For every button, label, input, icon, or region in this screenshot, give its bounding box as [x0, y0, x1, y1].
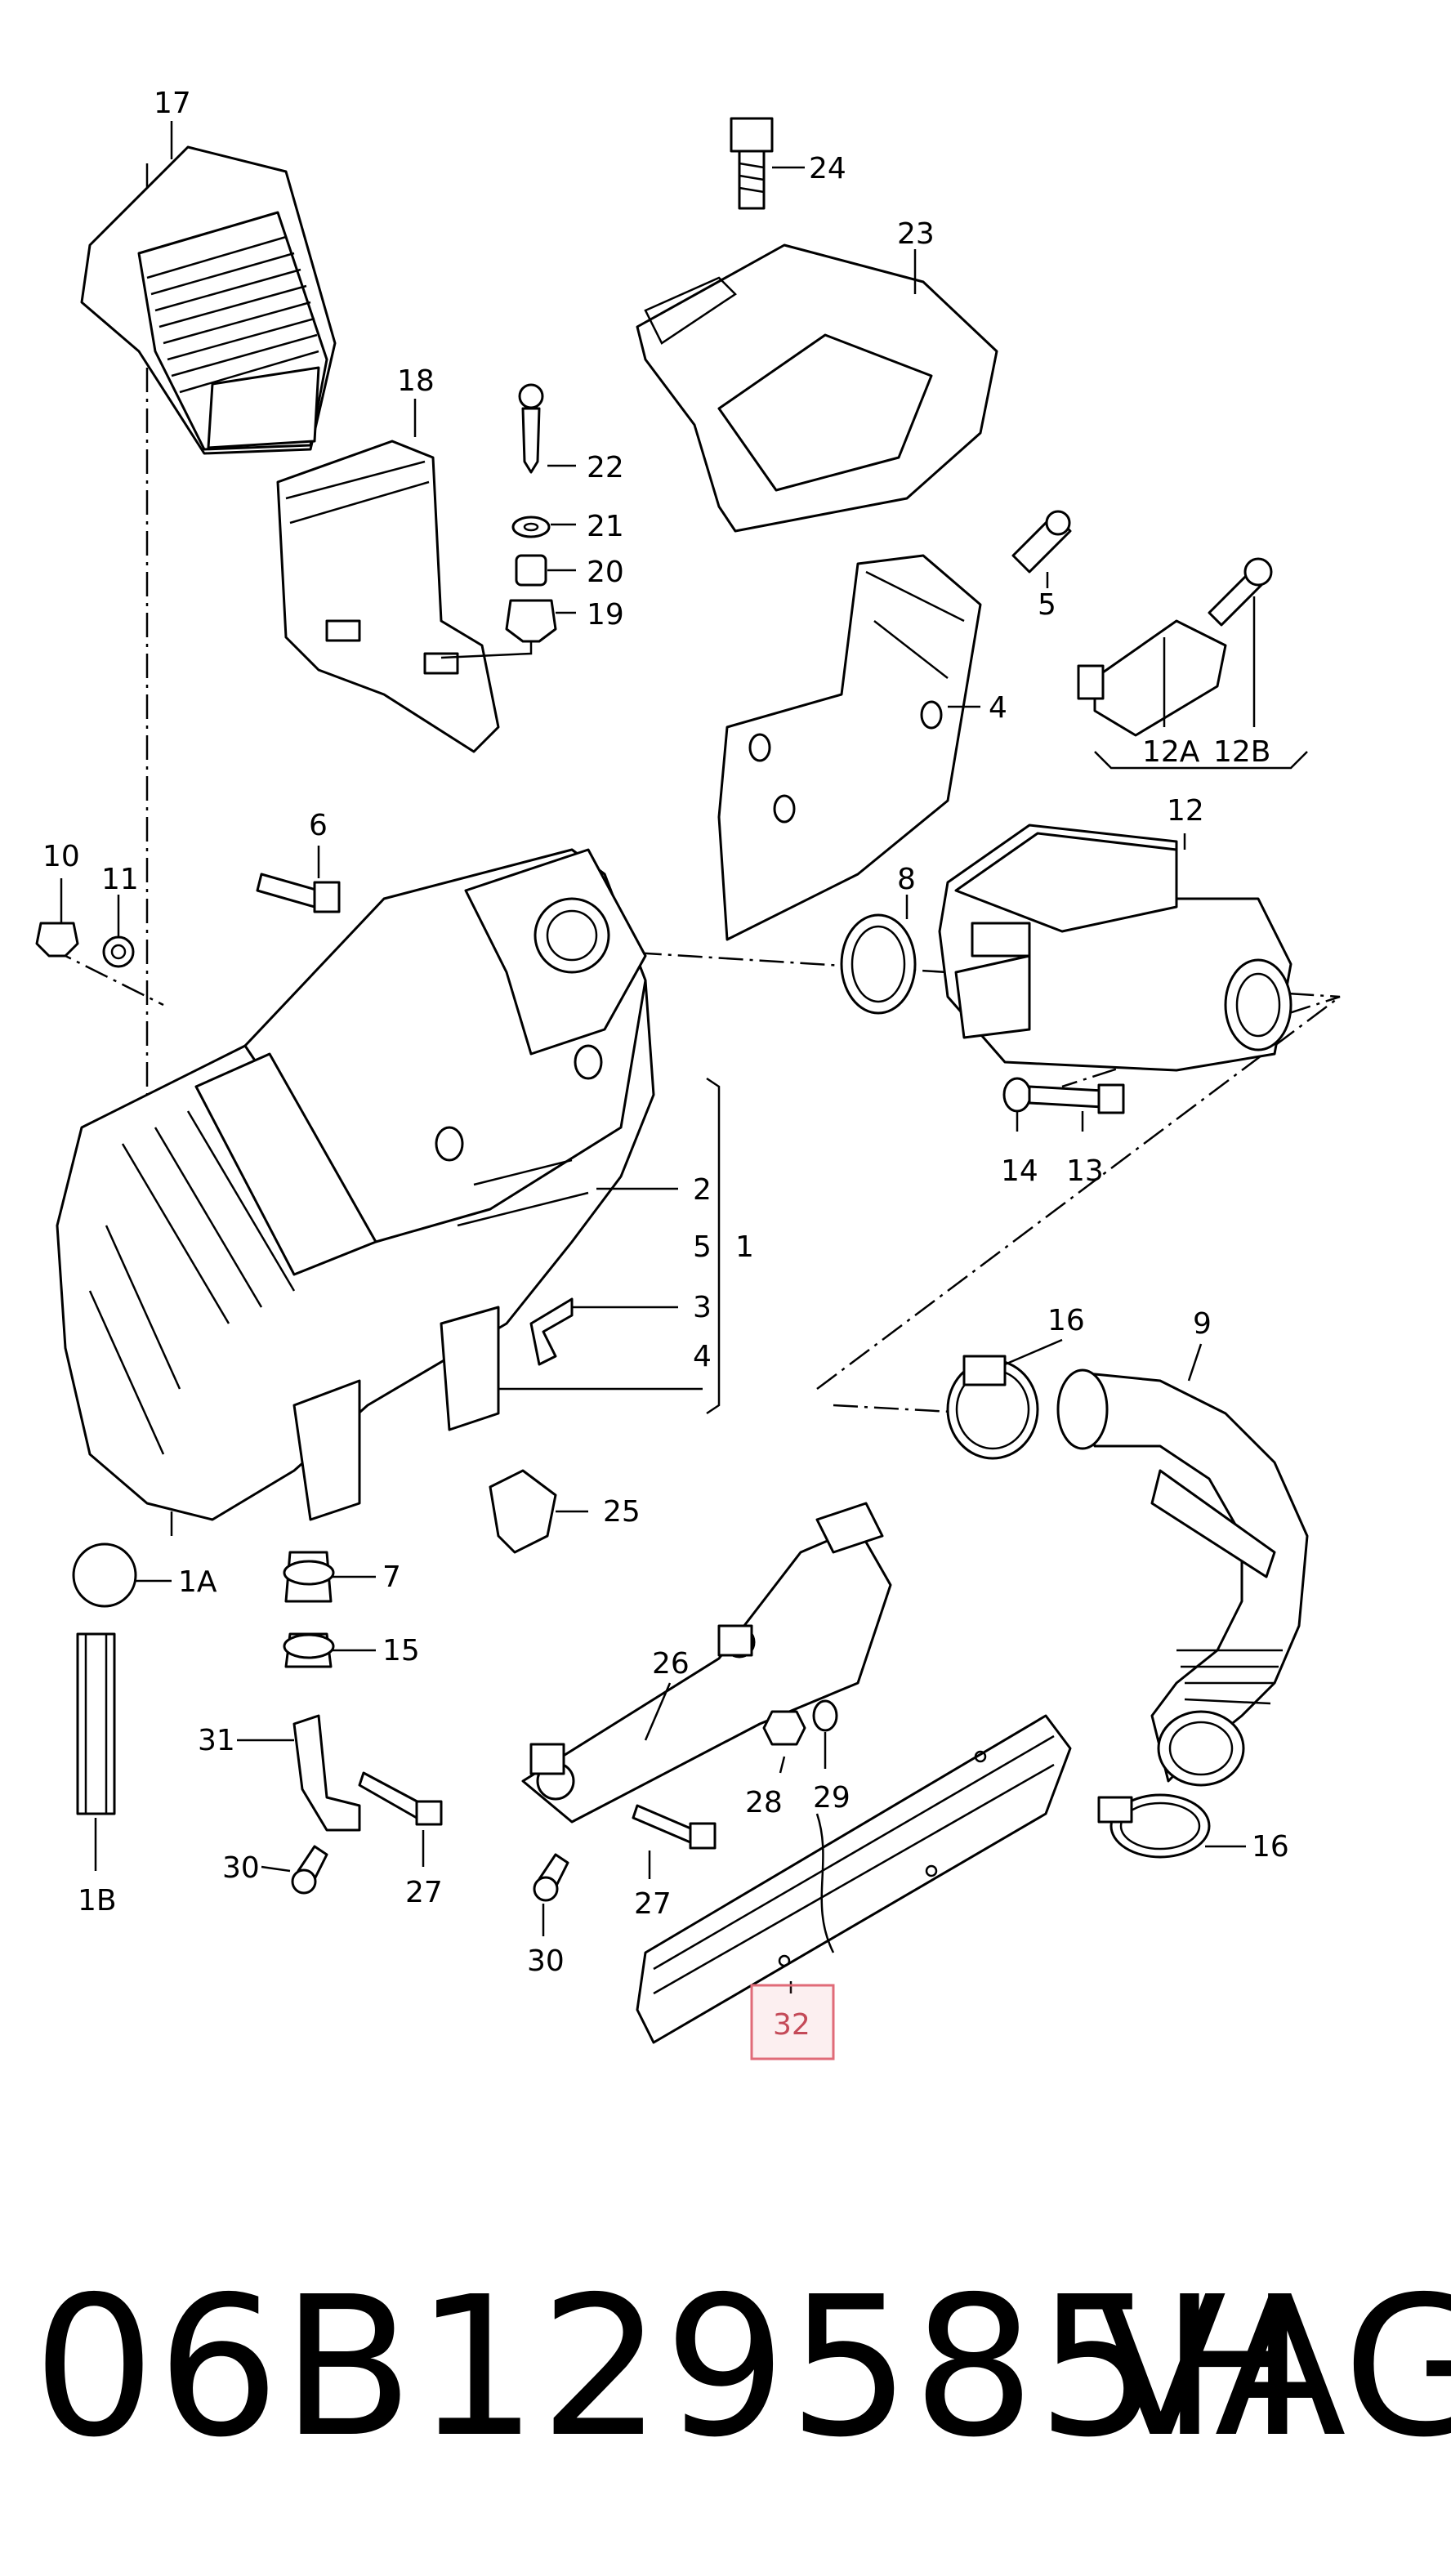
intake-hose-part [1056, 1368, 1309, 1787]
hose-clamp-16a-part [946, 1355, 1039, 1460]
callout-28: 28 [745, 1786, 783, 1819]
callout-11: 11 [101, 863, 139, 896]
callout-27-left: 27 [405, 1876, 443, 1909]
callout-12A: 12A [1142, 735, 1200, 769]
callout-5-mid: 5 [693, 1230, 712, 1264]
screw-stack-parts [505, 383, 557, 643]
callout-31: 31 [198, 1724, 235, 1757]
callout-8: 8 [897, 863, 916, 896]
nut-washer-28-29-parts [762, 1699, 838, 1746]
pipe-26-part [521, 1502, 892, 1824]
callout-12B: 12B [1213, 735, 1271, 769]
callout-labels: 17 24 23 18 22 21 20 19 5 4 12A 12B 12 6… [42, 87, 1289, 1978]
callout-32: 32 [773, 2008, 810, 2042]
engine-cover-part [636, 243, 998, 533]
callout-23: 23 [897, 217, 935, 251]
screw-5-part [1011, 510, 1072, 574]
clip-25-part [489, 1469, 557, 1554]
o-ring-part [840, 913, 917, 1015]
highlighted-callout-32: 32 [750, 1984, 835, 2060]
callout-19: 19 [587, 598, 624, 632]
cap-1a-part [72, 1542, 137, 1608]
callout-13: 13 [1066, 1154, 1104, 1188]
callout-7: 7 [382, 1560, 401, 1594]
callout-30-mid: 30 [527, 1944, 565, 1978]
callout-6: 6 [309, 809, 328, 842]
screw-12b-part [1208, 557, 1273, 627]
heat-shield-part [717, 554, 982, 941]
mount-7-15-parts [283, 1551, 335, 1668]
callout-26: 26 [652, 1647, 690, 1681]
callout-17: 17 [154, 87, 191, 120]
callout-29: 29 [813, 1781, 851, 1815]
callout-20: 20 [587, 556, 624, 589]
callout-22: 22 [587, 451, 624, 484]
strip-1b-part [76, 1632, 116, 1815]
hose-clamp-16b-part [1097, 1793, 1211, 1859]
bolt-24-part [730, 117, 774, 210]
callout-1: 1 [735, 1230, 754, 1264]
callout-4-top: 4 [989, 691, 1007, 725]
bolt-13-14-parts [1002, 1077, 1125, 1114]
callout-30-left: 30 [222, 1851, 260, 1885]
air-filter-housing-part [56, 848, 655, 1521]
exploded-parts-diagram: 17 24 23 18 22 21 20 19 5 4 12A 12B 12 6… [35, 87, 1341, 2060]
clip-3-part [529, 1297, 574, 1366]
leader-lines [60, 121, 1308, 1993]
intake-snorkel-part [80, 145, 337, 455]
callout-27-mid: 27 [634, 1887, 672, 1921]
airflow-sensor-12a-part [1077, 619, 1227, 737]
callout-3: 3 [693, 1291, 712, 1324]
callout-18: 18 [397, 364, 435, 398]
callout-25: 25 [603, 1495, 641, 1529]
callout-16-top: 16 [1047, 1304, 1085, 1337]
callout-16-bottom: 16 [1252, 1830, 1289, 1864]
callout-10: 10 [42, 840, 80, 873]
callout-4-mid: 4 [693, 1340, 712, 1373]
resonator-bracket-part [276, 440, 500, 753]
splash-panel-32-part [636, 1714, 1072, 2044]
callout-1B: 1B [78, 1884, 117, 1917]
callout-21: 21 [587, 510, 624, 543]
brand-label: VAG [1095, 2255, 1451, 2480]
callout-9: 9 [1193, 1307, 1212, 1341]
callout-24: 24 [809, 152, 846, 185]
bolt-27-30-mid-parts [533, 1804, 717, 1902]
callout-5-top: 5 [1038, 588, 1056, 622]
callout-14: 14 [1001, 1154, 1038, 1188]
bracket-31-part [291, 1714, 443, 1895]
callout-15: 15 [382, 1634, 420, 1667]
part-number-label: 06B129585H [33, 2255, 1308, 2480]
throttle-body-part [938, 824, 1293, 1072]
callout-12: 12 [1167, 794, 1204, 828]
callout-1A: 1A [178, 1565, 217, 1599]
bolt-6-part [256, 873, 341, 913]
callout-2: 2 [693, 1173, 712, 1207]
